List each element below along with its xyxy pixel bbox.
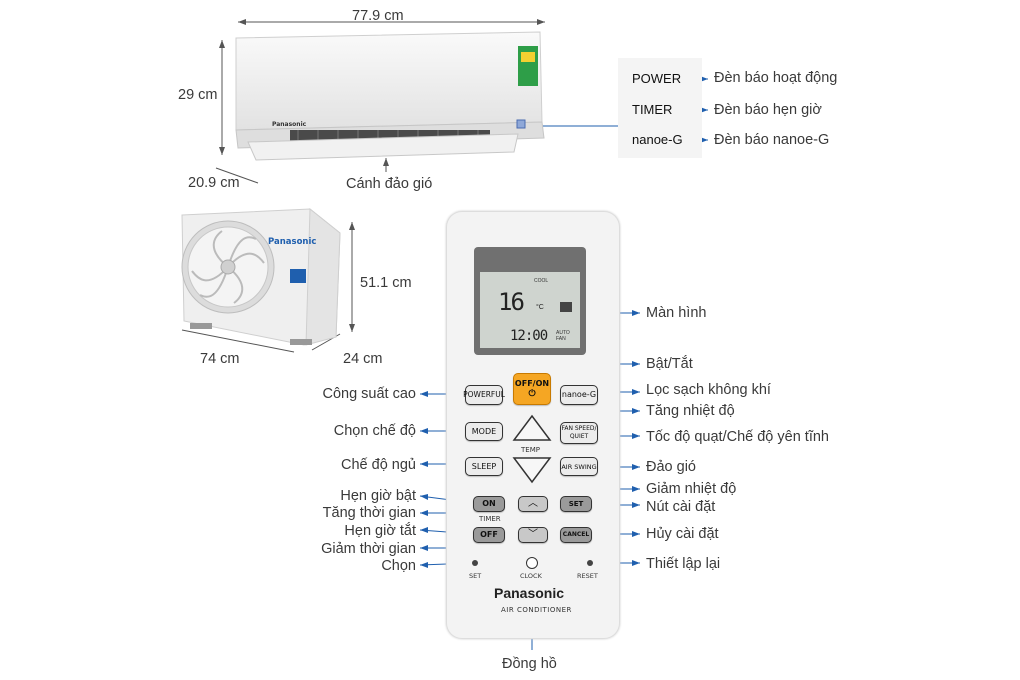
label-set: Nút cài đặt — [646, 499, 716, 515]
fanspeed-button[interactable]: FAN SPEED/ QUIET — [560, 422, 598, 444]
chevron-down-icon: ﹀ — [528, 529, 538, 540]
reset-button[interactable] — [587, 560, 593, 566]
label-temp-down: Giảm nhiệt độ — [646, 481, 737, 497]
label-time-down: Giảm thời gian — [321, 541, 416, 557]
label-screen: Màn hình — [646, 305, 707, 321]
select-small-label: SET — [469, 572, 482, 580]
set-button[interactable]: SET — [560, 496, 592, 512]
indicator-nanoe: nanoe-G — [632, 132, 683, 147]
label-onoff: Bật/Tắt — [646, 356, 693, 372]
outdoor-unit-image — [181, 207, 341, 346]
indoor-unit-image — [235, 31, 545, 161]
indicator-panel — [618, 58, 702, 158]
chevron-up-icon: ︿ — [528, 498, 538, 509]
indicator-power-desc: Đèn báo hoạt động — [714, 70, 838, 86]
time-up-button[interactable]: ︿ — [518, 496, 548, 512]
screen-fan: FAN — [556, 336, 566, 342]
timer-on-button[interactable]: ON — [473, 496, 505, 512]
temp-down-button[interactable] — [512, 456, 552, 484]
mode-button[interactable]: MODE — [465, 422, 503, 441]
screen-auto: AUTO — [556, 330, 570, 336]
offon-button[interactable]: OFF/ON ⏻ — [513, 373, 551, 405]
screen-mode: COOL — [534, 278, 549, 284]
remote-screen: COOL 16 °C 12:00 AUTO FAN — [480, 272, 580, 348]
indicator-timer: TIMER — [632, 102, 673, 117]
airswing-button[interactable]: AIR SWING — [560, 457, 598, 476]
nanoe-button[interactable]: nanoe-G — [560, 385, 598, 405]
timer-label: TIMER — [479, 515, 501, 523]
screen-temp: 16 — [498, 288, 525, 316]
select-button[interactable] — [472, 560, 478, 566]
label-time-up: Tăng thời gian — [322, 505, 416, 521]
label-temp-up: Tăng nhiệt độ — [646, 403, 735, 419]
label-sleep: Chế độ ngủ — [341, 457, 416, 473]
cancel-button[interactable]: CANCEL — [560, 527, 592, 543]
label-nanoe: Lọc sạch không khí — [646, 382, 771, 398]
clock-button[interactable] — [526, 557, 538, 569]
label-reset: Thiết lập lại — [646, 556, 721, 572]
outdoor-depth-label: 24 cm — [343, 351, 383, 367]
label-timer-off: Hẹn giờ tắt — [344, 523, 416, 539]
label-powerful: Công suất cao — [322, 386, 416, 402]
indoor-width-label: 77.9 cm — [352, 8, 404, 24]
offon-label: OFF/ON — [514, 379, 550, 388]
flap-label: Cánh đảo gió — [346, 176, 433, 192]
indoor-brand: Panasonic — [272, 121, 307, 128]
label-cancel: Hủy cài đặt — [646, 526, 719, 542]
indicator-timer-desc: Đèn báo hẹn giờ — [714, 102, 822, 118]
outdoor-brand: Panasonic — [268, 237, 317, 247]
indoor-height-label: 29 cm — [178, 87, 218, 103]
label-clock: Đồng hồ — [502, 656, 557, 672]
powerful-button[interactable]: POWERFUL — [463, 385, 505, 405]
outdoor-width-label: 74 cm — [200, 351, 240, 367]
reset-small-label: RESET — [577, 572, 598, 580]
screen-fan-icon — [560, 302, 572, 312]
label-fan: Tốc độ quạt/Chế độ yên tĩnh — [646, 429, 829, 445]
temp-up-button[interactable] — [512, 414, 552, 442]
power-icon: ⏻ — [528, 389, 536, 399]
indoor-depth-label: 20.9 cm — [188, 175, 240, 191]
label-select: Chọn — [381, 558, 416, 574]
remote-brand: Panasonic — [494, 585, 565, 601]
screen-unit: °C — [536, 304, 544, 311]
time-down-button[interactable]: ﹀ — [518, 527, 548, 543]
remote-subtitle: AIR CONDITIONER — [501, 606, 572, 614]
outdoor-height-label: 51.1 cm — [360, 275, 412, 291]
temp-label: TEMP — [521, 446, 540, 454]
clock-small-label: CLOCK — [520, 572, 542, 580]
sleep-button[interactable]: SLEEP — [465, 457, 503, 476]
timer-off-button[interactable]: OFF — [473, 527, 505, 543]
label-swing: Đảo gió — [646, 459, 696, 475]
indicator-nanoe-desc: Đèn báo nanoe-G — [714, 132, 830, 148]
label-timer-on: Hẹn giờ bật — [340, 488, 416, 504]
indicator-power: POWER — [632, 71, 682, 86]
screen-time: 12:00 — [510, 328, 548, 344]
label-mode: Chọn chế độ — [333, 423, 416, 439]
